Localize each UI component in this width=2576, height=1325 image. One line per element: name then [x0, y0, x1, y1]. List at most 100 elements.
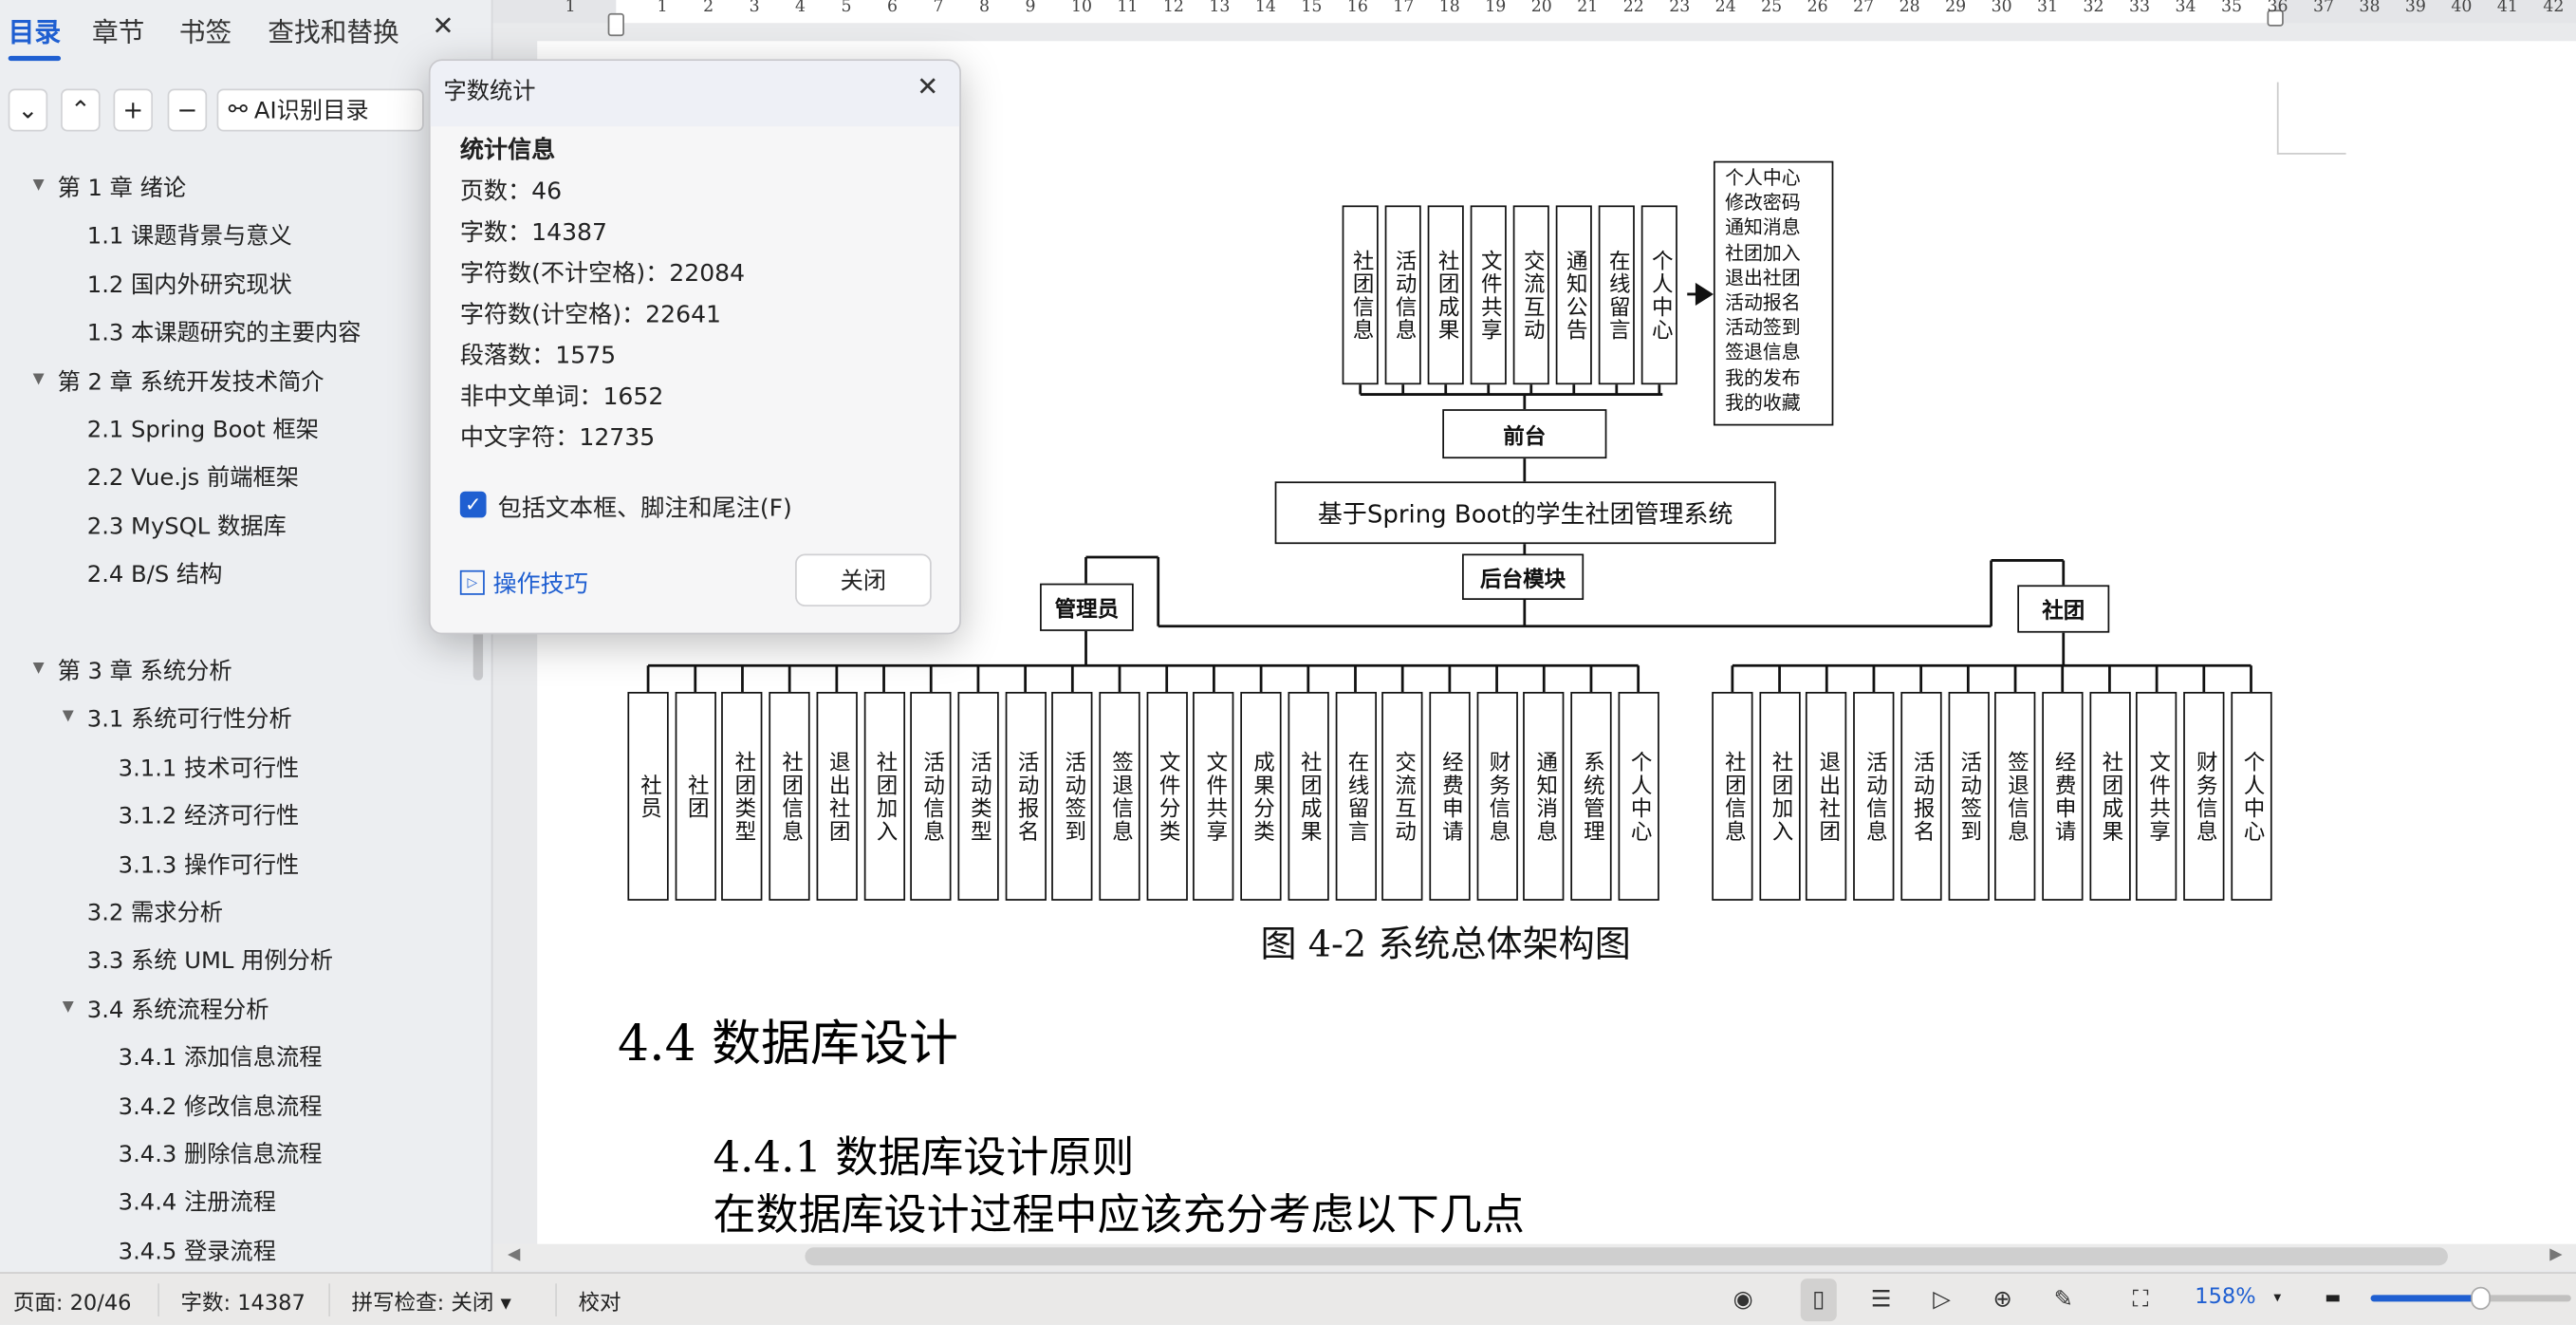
- tab-toc[interactable]: 目录: [8, 9, 62, 62]
- zoom-dropdown-icon[interactable]: ▾: [2273, 1290, 2282, 1307]
- club-module-box: 财务信息: [2183, 691, 2225, 901]
- body-text-partial: 在数据库设计过程中应该充分考虑以下几点: [713, 1191, 1525, 1241]
- ruler-number: 36: [2267, 0, 2289, 17]
- toc-item[interactable]: 2.2 Vue.js 前端框架: [86, 465, 299, 493]
- eye-icon[interactable]: ◉: [1733, 1286, 1753, 1314]
- ruler-number: 2: [703, 0, 714, 17]
- globe-icon[interactable]: ⊕: [1992, 1286, 2012, 1314]
- ai-recognize-toc-button[interactable]: ⚯AI识别目录: [216, 88, 424, 132]
- toc-item[interactable]: 3.1.1 技术可行性: [118, 756, 300, 782]
- toc-item[interactable]: 3.4.1 添加信息流程: [118, 1045, 323, 1073]
- toc-item[interactable]: 2.1 Spring Boot 框架: [86, 417, 319, 444]
- toc-item[interactable]: 3.4.5 登录流程: [118, 1239, 277, 1265]
- club-module-box: 活动信息: [1853, 691, 1895, 901]
- ruler-number: 39: [2404, 0, 2426, 17]
- toc-item[interactable]: 3.3 系统 UML 用例分析: [86, 948, 334, 976]
- admin-module-box: 活动信息: [910, 691, 952, 901]
- divider: [328, 1283, 331, 1316]
- expand-arrow-icon[interactable]: ▼: [62, 998, 74, 1016]
- tab-find-replace[interactable]: 查找和替换: [268, 16, 399, 48]
- indent-marker[interactable]: [607, 12, 624, 37]
- remove-heading-button[interactable]: −: [167, 88, 208, 132]
- ruler-number: 5: [841, 0, 852, 17]
- ai-icon: ⚯: [228, 97, 248, 123]
- toc-item[interactable]: 1.2 国内外研究现状: [86, 272, 292, 299]
- admin-module-box: 活动报名: [1004, 691, 1047, 901]
- zoom-slider-knob[interactable]: [2471, 1286, 2492, 1311]
- personal-center-item: 活动报名: [1725, 290, 1801, 314]
- ruler-number: 3: [749, 0, 760, 17]
- toc-item[interactable]: 3.4.2 修改信息流程: [118, 1093, 323, 1121]
- personal-center-item: 个人中心: [1725, 165, 1801, 190]
- add-heading-button[interactable]: +: [113, 88, 154, 132]
- spell-check-toggle[interactable]: 拼写检查: 关闭 ▾: [351, 1291, 511, 1316]
- zoom-level[interactable]: 158%: [2195, 1285, 2256, 1311]
- toc-item[interactable]: 3.4.4 注册流程: [118, 1190, 277, 1217]
- tab-chapters[interactable]: 章节: [91, 16, 145, 48]
- toc-item[interactable]: 3.1.3 操作可行性: [118, 851, 300, 879]
- toc-item[interactable]: 2.3 MySQL 数据库: [86, 513, 287, 541]
- include-textbox-label[interactable]: 包括文本框、脚注和尾注(F): [497, 495, 792, 523]
- toc-item[interactable]: 1.3 本课题研究的主要内容: [86, 320, 361, 347]
- figure-caption: 图 4-2 系统总体架构图: [1260, 924, 1631, 967]
- expand-arrow-icon[interactable]: ▼: [32, 370, 45, 387]
- toc-item[interactable]: 3.1.2 经济可行性: [118, 804, 300, 830]
- toc-item[interactable]: 3.1 系统可行性分析: [86, 707, 292, 734]
- front-module-box: 个人中心: [1640, 205, 1677, 385]
- close-button[interactable]: 关闭: [795, 553, 932, 607]
- word-count-indicator[interactable]: 字数: 14387: [180, 1291, 306, 1316]
- expand-level-button[interactable]: ⌃: [61, 88, 101, 132]
- stat-line: 页数：46: [459, 178, 563, 206]
- admin-module-box: 文件分类: [1146, 691, 1188, 901]
- fit-window-icon[interactable]: ⛶: [2132, 1286, 2149, 1314]
- expand-arrow-icon[interactable]: ▼: [32, 177, 45, 195]
- scroll-left-icon[interactable]: ◀: [508, 1245, 521, 1264]
- admin-module-box: 交流互动: [1381, 691, 1423, 901]
- play-icon[interactable]: ▷: [1933, 1286, 1951, 1314]
- toc-item[interactable]: 第 1 章 绪论: [57, 176, 187, 202]
- tips-link[interactable]: ▷ 操作技巧: [459, 566, 588, 600]
- expand-arrow-icon[interactable]: ▼: [32, 661, 45, 678]
- ruler-number: 11: [1117, 0, 1139, 17]
- close-icon[interactable]: ✕: [432, 9, 454, 42]
- dialog-close-icon[interactable]: ✕: [917, 70, 939, 103]
- toc-item[interactable]: 3.4.3 删除信息流程: [118, 1142, 323, 1169]
- toc-item[interactable]: 2.4 B/S 结构: [86, 562, 223, 589]
- proofread-button[interactable]: 校对: [578, 1291, 621, 1316]
- ruler-number: 1: [657, 0, 668, 17]
- outline-view-icon[interactable]: ☰: [1870, 1286, 1892, 1314]
- personal-center-item: 社团加入: [1725, 240, 1801, 265]
- front-module-box: 在线留言: [1598, 205, 1635, 385]
- horizontal-scroll-thumb[interactable]: [805, 1247, 2448, 1266]
- zoom-out-icon[interactable]: [2326, 1295, 2340, 1302]
- toc-item[interactable]: 第 3 章 系统分析: [57, 659, 232, 686]
- toc-item[interactable]: 1.1 课题背景与意义: [86, 224, 292, 251]
- pen-icon[interactable]: ✎: [2053, 1286, 2073, 1314]
- ruler-number: 15: [1301, 0, 1323, 17]
- include-textbox-checkbox[interactable]: ✓: [459, 491, 487, 518]
- dialog-titlebar: [430, 61, 960, 127]
- toc-item[interactable]: 第 2 章 系统开发技术简介: [57, 368, 324, 396]
- club-module-box: 社团信息: [1712, 691, 1753, 901]
- scroll-right-icon[interactable]: ▶: [2549, 1245, 2563, 1264]
- ruler-number: 19: [1485, 0, 1507, 17]
- tab-bookmarks[interactable]: 书签: [178, 16, 232, 48]
- toc-item[interactable]: 3.2 需求分析: [86, 900, 223, 927]
- page-view-icon[interactable]: ▯: [1800, 1278, 1837, 1322]
- admin-module-box: 文件共享: [1193, 691, 1235, 901]
- toc-item[interactable]: 3.4 系统流程分析: [86, 997, 269, 1024]
- page-indicator[interactable]: 页面: 20/46: [12, 1291, 132, 1316]
- sidebar-scrollbar[interactable]: [473, 607, 484, 681]
- personal-center-item: 签退信息: [1725, 341, 1801, 364]
- right-indent-marker[interactable]: [2267, 9, 2284, 27]
- ruler-number: 24: [1714, 0, 1736, 17]
- collapse-all-button[interactable]: ⌄: [8, 88, 48, 132]
- expand-arrow-icon[interactable]: ▼: [62, 708, 74, 726]
- ruler-number: 30: [1991, 0, 2012, 17]
- ruler-number: 38: [2359, 0, 2381, 17]
- admin-module-box: 社团成果: [1288, 691, 1329, 901]
- admin-module-box: 社员: [627, 691, 669, 901]
- admin-module-box: 社团类型: [721, 691, 764, 901]
- stat-line: 字符数(不计空格)：22084: [459, 261, 746, 289]
